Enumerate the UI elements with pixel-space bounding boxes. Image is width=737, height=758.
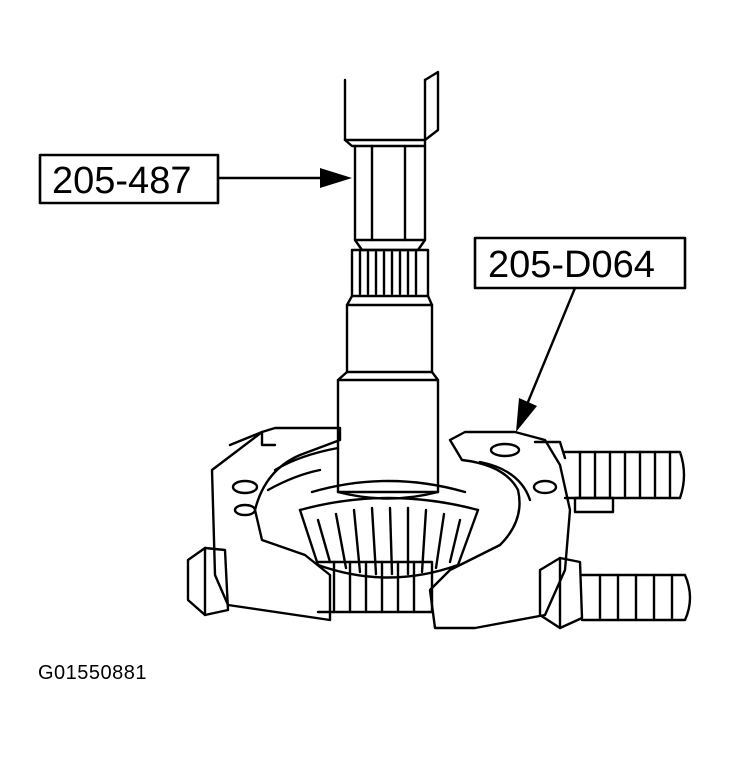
bolt-end-right <box>580 573 692 622</box>
shaft-collar <box>336 303 440 382</box>
bolt-upper <box>563 450 686 514</box>
bolt-lower <box>316 560 434 614</box>
callout-205-487: 205-487 <box>38 153 220 205</box>
leader-arrow-left <box>216 168 352 188</box>
hex-shaft <box>353 144 427 252</box>
splitter-left-half <box>210 426 342 622</box>
hex-nut-right <box>538 556 584 630</box>
driver-handle <box>343 70 440 148</box>
hex-nut-left <box>186 546 230 617</box>
figure-id: G01550881 <box>38 662 148 684</box>
splitter-right-half <box>428 430 572 630</box>
tapered-bearing <box>298 479 480 579</box>
callout-label-right: 205-D064 <box>488 244 655 286</box>
callout-label-left: 205-487 <box>52 160 191 202</box>
callout-box-right <box>473 236 687 290</box>
callout-205-d064: 205-D064 <box>473 236 687 290</box>
leader-arrow-right <box>516 286 577 432</box>
splined-section <box>345 248 434 307</box>
